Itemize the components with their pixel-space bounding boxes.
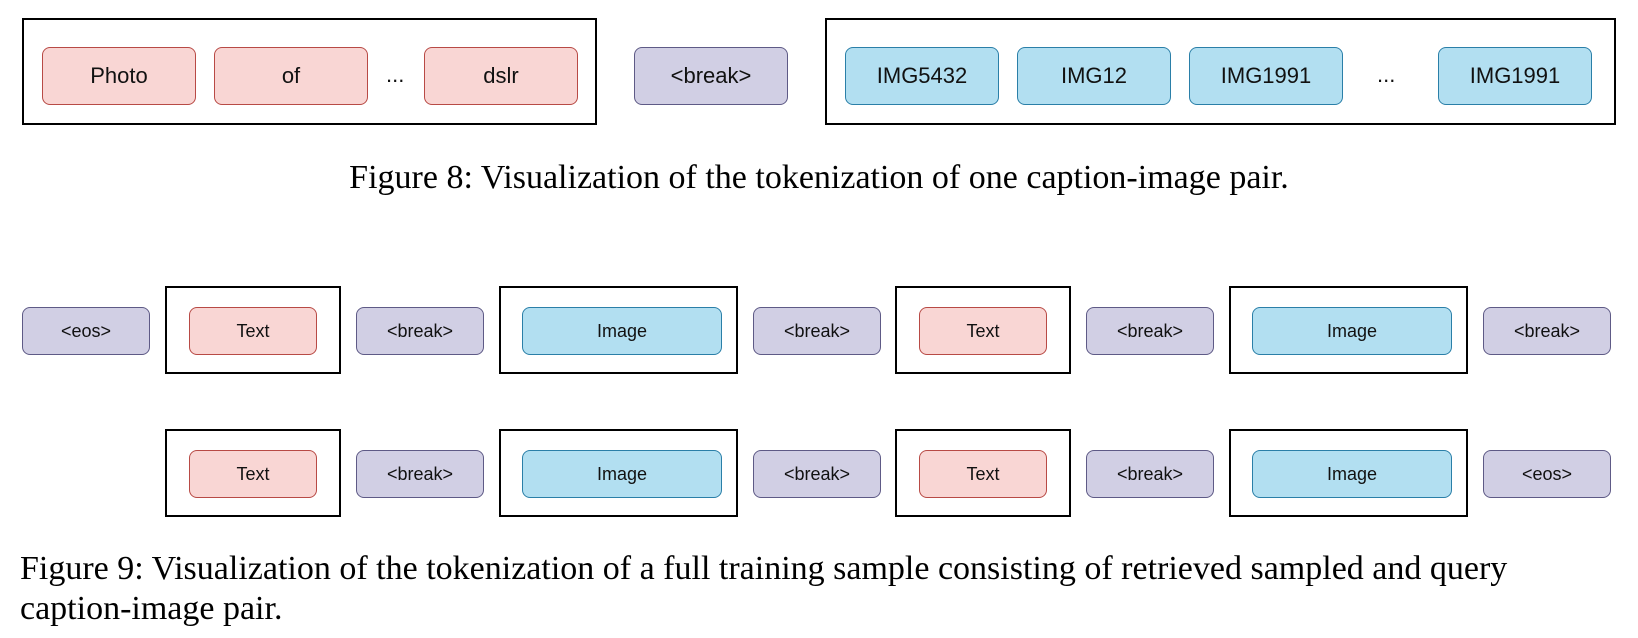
text-group bbox=[895, 429, 1071, 517]
text-token: of bbox=[214, 47, 368, 105]
text-group bbox=[895, 286, 1071, 374]
caption-token-group bbox=[22, 18, 597, 125]
text-token: Text bbox=[189, 307, 317, 355]
break-token: <break> bbox=[753, 307, 881, 355]
image-token: Image bbox=[522, 450, 722, 498]
break-token: <break> bbox=[356, 307, 484, 355]
figure-9-caption-line-1: Figure 9: Visualization of the tokenizat… bbox=[20, 550, 1508, 587]
text-group bbox=[165, 429, 341, 517]
break-token: <break> bbox=[356, 450, 484, 498]
text-token: Text bbox=[189, 450, 317, 498]
image-token: IMG1991 bbox=[1189, 47, 1343, 105]
image-token: Image bbox=[522, 307, 722, 355]
text-token: Text bbox=[919, 307, 1047, 355]
image-token: IMG12 bbox=[1017, 47, 1171, 105]
figure-8-caption: Figure 8: Visualization of the tokenizat… bbox=[349, 159, 1289, 196]
image-group bbox=[1229, 286, 1468, 374]
break-token: <break> bbox=[634, 47, 788, 105]
text-token: Photo bbox=[42, 47, 196, 105]
image-token-group bbox=[825, 18, 1616, 125]
figure-9-caption-line-2: caption-image pair. bbox=[20, 590, 283, 627]
image-group bbox=[499, 429, 738, 517]
eos-token: <eos> bbox=[22, 307, 150, 355]
text-token: Text bbox=[919, 450, 1047, 498]
image-token: IMG5432 bbox=[845, 47, 999, 105]
text-token-ellipsis: ... bbox=[386, 62, 405, 87]
break-token: <break> bbox=[1483, 307, 1611, 355]
image-token: Image bbox=[1252, 450, 1452, 498]
image-token-ellipsis: ... bbox=[1377, 62, 1396, 87]
image-token: IMG1991 bbox=[1438, 47, 1592, 105]
text-token: dslr bbox=[424, 47, 578, 105]
break-token: <break> bbox=[1086, 450, 1214, 498]
image-group bbox=[1229, 429, 1468, 517]
break-token: <break> bbox=[753, 450, 881, 498]
image-token: Image bbox=[1252, 307, 1452, 355]
break-token: <break> bbox=[1086, 307, 1214, 355]
text-group bbox=[165, 286, 341, 374]
eos-token: <eos> bbox=[1483, 450, 1611, 498]
image-group bbox=[499, 286, 738, 374]
